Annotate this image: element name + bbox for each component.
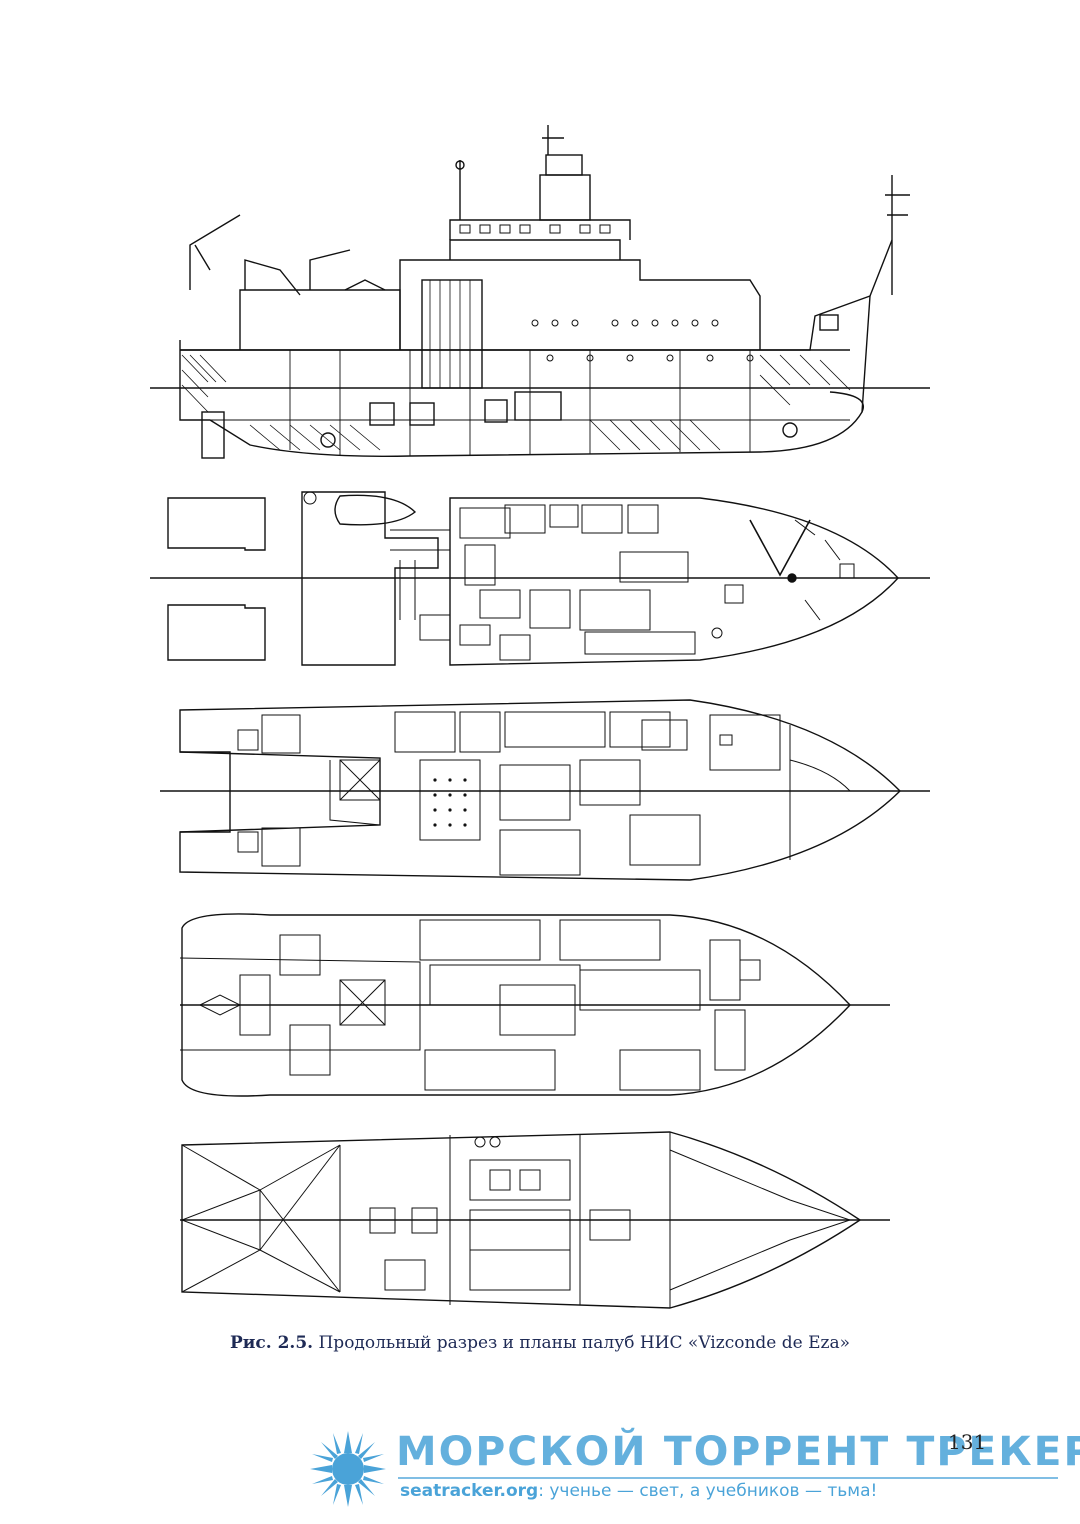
caption-text: Продольный разрез и планы палуб НИС «Viz… <box>313 1333 850 1353</box>
watermark: МОРСКОЙ ТОРРЕНТ ТРЕКЕР seatracker.org: у… <box>308 1425 1080 1515</box>
watermark-title: МОРСКОЙ ТОРРЕНТ ТРЕКЕР <box>396 1429 1080 1475</box>
deck-plan-4 <box>180 1131 890 1309</box>
caption-label: Рис. 2.5. <box>230 1333 314 1353</box>
sun-logo-icon <box>310 1431 386 1507</box>
page-number: 131 <box>948 1430 987 1454</box>
profile-view <box>150 125 930 459</box>
watermark-site: seatracker.org <box>400 1481 539 1501</box>
figure-caption: Рис. 2.5. Продольный разрез и планы палу… <box>0 1333 1080 1353</box>
deck-plan-3 <box>179 913 890 1097</box>
deck-plan-2 <box>160 699 930 881</box>
watermark-divider <box>398 1477 1058 1479</box>
ship-drawing <box>150 120 930 1320</box>
watermark-slogan: seatracker.org: ученье — свет, а учебник… <box>400 1481 877 1501</box>
deck-plan-1 <box>150 491 930 666</box>
watermark-slogan-text: : ученье — свет, а учебников — тьма! <box>538 1481 878 1501</box>
ship-drawing-svg <box>150 125 930 1309</box>
